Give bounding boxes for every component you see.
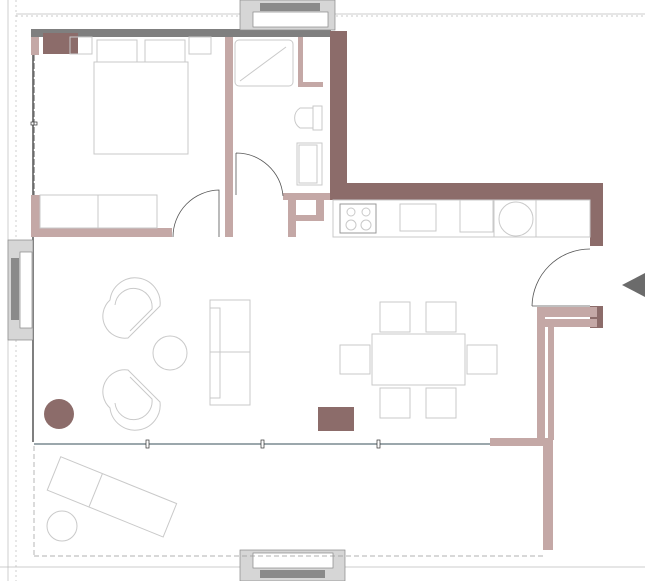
accent-cabinet <box>318 407 354 431</box>
sun-lounger <box>46 456 178 538</box>
side-table <box>46 510 78 542</box>
dining-table <box>371 333 466 386</box>
window-left <box>7 239 34 341</box>
left-exterior-line <box>32 37 34 442</box>
living-furniture <box>102 277 251 431</box>
top-exterior-wall <box>31 29 331 37</box>
pillow <box>144 39 186 63</box>
exterior-walls <box>31 29 331 442</box>
nightstand <box>188 36 212 55</box>
kitchen-counter <box>332 199 591 238</box>
coffee-table <box>152 335 188 371</box>
partition-walls <box>31 37 597 550</box>
armchair <box>102 277 161 339</box>
balcony-furniture <box>46 456 178 542</box>
bedroom-door <box>172 189 220 238</box>
armchair <box>102 369 161 431</box>
entry-door[interactable] <box>531 248 591 307</box>
dining-set <box>339 301 498 419</box>
accent-plant <box>44 399 74 429</box>
window-top <box>239 0 336 31</box>
bathroom-door <box>235 152 284 197</box>
balcony-outline <box>33 446 543 557</box>
sink <box>296 142 323 186</box>
kitchen-sink <box>399 203 437 232</box>
nightstand <box>69 36 93 55</box>
kitchen <box>332 199 591 238</box>
washer <box>493 199 537 238</box>
structural-walls <box>43 31 603 328</box>
balcony-glazing <box>30 55 490 449</box>
window-bottom <box>239 549 346 581</box>
doors <box>172 152 591 307</box>
toilet <box>294 107 314 129</box>
bathroom-fixtures <box>234 39 323 186</box>
stove <box>339 203 377 234</box>
shower <box>234 39 294 87</box>
bedroom-furniture <box>39 36 212 229</box>
pillow <box>96 39 138 63</box>
bed <box>93 61 189 155</box>
entry-arrow-icon <box>622 273 645 297</box>
